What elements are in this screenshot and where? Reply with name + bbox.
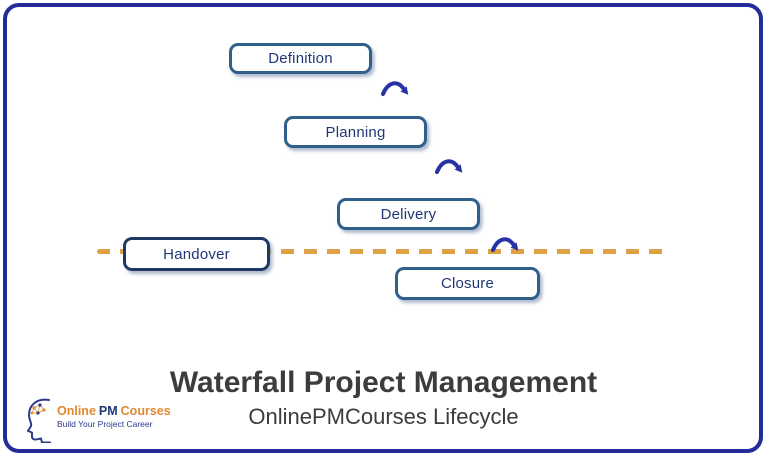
stage-handover: Handover — [123, 237, 270, 271]
logo-tagline: Build Your Project Career — [57, 419, 153, 429]
logo-word-courses: Courses — [120, 404, 171, 418]
slide-subtitle: OnlinePMCourses Lifecycle — [248, 403, 519, 429]
stage-closure: Closure — [395, 267, 540, 300]
slide-title: Waterfall Project Management — [169, 366, 598, 399]
delivery-to-closure-arrow-icon — [490, 233, 522, 261]
head-network-icon — [26, 398, 54, 448]
logo-word-pm: PM — [98, 404, 118, 418]
planning-to-delivery-arrow-icon — [434, 155, 466, 183]
logo-word-online: Online — [57, 404, 96, 418]
stage-planning: Planning — [284, 116, 427, 148]
phase-boundary-dashed-line — [97, 249, 670, 254]
stage-definition: Definition — [229, 43, 372, 74]
caption-block: Waterfall Project Management OnlinePMCou… — [0, 367, 767, 428]
stage-delivery: Delivery — [337, 198, 480, 230]
definition-to-planning-arrow-icon — [380, 77, 412, 105]
